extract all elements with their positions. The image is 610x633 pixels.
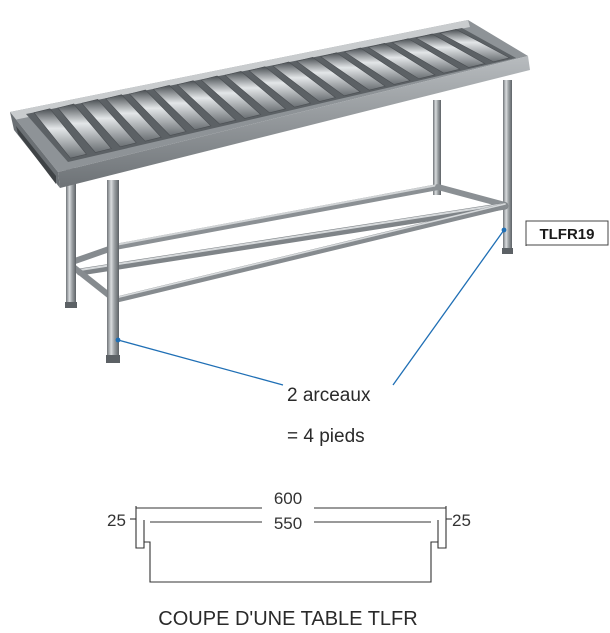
roller bbox=[128, 89, 187, 136]
roller bbox=[200, 75, 262, 119]
annotation-line-1: 2 arceaux bbox=[287, 385, 371, 406]
roller bbox=[81, 98, 137, 148]
leader-lines bbox=[115, 227, 507, 386]
roller bbox=[343, 47, 411, 85]
product-code-tag: TLFR19 bbox=[525, 220, 609, 246]
roller bbox=[33, 108, 87, 159]
leader-dot-right bbox=[501, 227, 507, 233]
lower-frame bbox=[69, 184, 509, 303]
roller-table-illustration bbox=[10, 20, 530, 363]
dimension-inner: 550 bbox=[274, 514, 302, 533]
cross-section-labels: 600 550 25 25 bbox=[107, 489, 471, 533]
dimension-right-rim: 25 bbox=[452, 511, 471, 530]
roller bbox=[105, 94, 162, 142]
leader-line-right bbox=[392, 229, 505, 386]
back-legs bbox=[433, 80, 512, 250]
roller bbox=[319, 52, 386, 91]
roller bbox=[439, 29, 511, 63]
roller bbox=[224, 71, 287, 114]
roller bbox=[296, 57, 361, 97]
roller bbox=[152, 85, 212, 131]
roller bbox=[57, 103, 112, 153]
legs-annotation: 2 arceaux = 4 pieds bbox=[287, 385, 371, 447]
roller bbox=[415, 33, 486, 68]
leader-line-left bbox=[117, 339, 284, 386]
roller bbox=[272, 61, 337, 102]
product-code: TLFR19 bbox=[539, 226, 594, 243]
leader-dot-left bbox=[115, 337, 121, 343]
roller bbox=[391, 38, 461, 74]
section-caption: COUPE D'UNE TABLE TLFR bbox=[158, 608, 417, 630]
roller bbox=[367, 43, 436, 80]
roller bbox=[248, 66, 312, 108]
rollers bbox=[33, 29, 511, 159]
front-legs bbox=[65, 168, 513, 363]
section-profile bbox=[135, 514, 447, 583]
dimension-overall: 600 bbox=[274, 489, 302, 508]
roller bbox=[176, 80, 237, 125]
dimension-left-rim: 25 bbox=[107, 511, 126, 530]
annotation-line-2: = 4 pieds bbox=[287, 426, 365, 447]
